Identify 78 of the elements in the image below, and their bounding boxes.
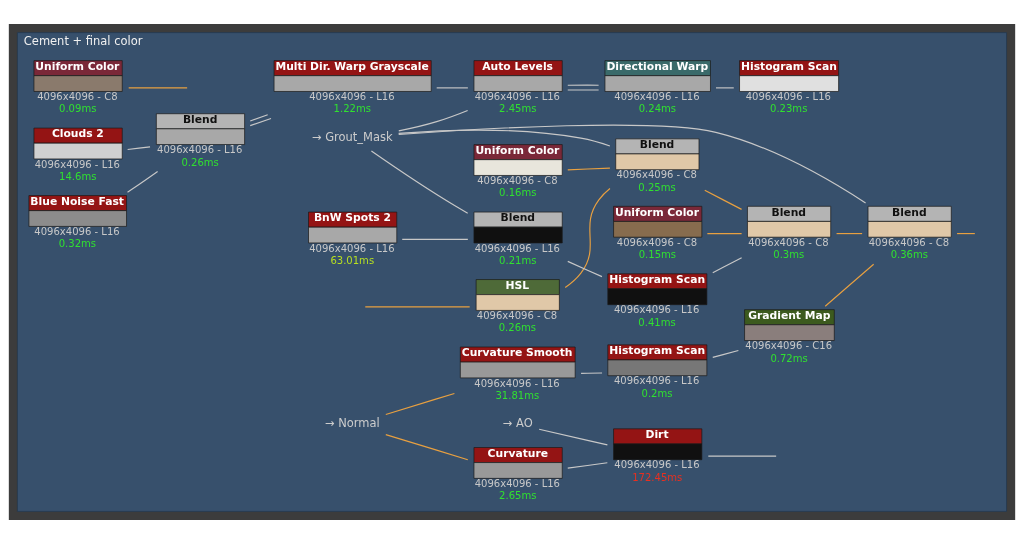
connector (398, 129, 611, 146)
connector (249, 117, 272, 126)
connector (715, 86, 735, 88)
connector (126, 170, 159, 193)
node-label: 0.15ms (638, 248, 677, 260)
node-label: 4096x4096 - L16 (745, 90, 831, 102)
node-label: 0.72ms (770, 352, 808, 364)
node-label: 0.16ms (499, 186, 537, 198)
connector (401, 238, 469, 240)
node-label: 172.45ms (632, 471, 683, 483)
node-label: 4096x4096 - L16 (613, 374, 700, 386)
node-label: 4096x4096 - L16 (474, 90, 561, 102)
connector (707, 455, 777, 457)
node-label: 4096x4096 - L16 (34, 158, 121, 170)
node-label: 1.22ms (333, 102, 371, 114)
connector (712, 256, 743, 273)
connector (567, 84, 600, 86)
node-label: 4096x4096 - C8 (616, 236, 698, 248)
node-label: 4096x4096 - L16 (474, 242, 561, 254)
node-label: 2.45ms (499, 102, 537, 114)
node-label: 4096x4096 - L16 (34, 225, 120, 237)
connector (704, 189, 743, 210)
node-label: 2.65ms (499, 489, 537, 501)
node-label: 4096x4096 - L16 (613, 303, 700, 315)
connector (712, 349, 739, 358)
node-label: 4096x4096 - C8 (37, 90, 118, 102)
connector (567, 461, 608, 469)
connector (538, 428, 608, 445)
connector (567, 88, 600, 91)
node-label: 0.26ms (181, 156, 219, 168)
node-label: 0.36ms (890, 248, 928, 260)
node-label: 0.24ms (638, 102, 677, 114)
node-label: 4096x4096 - L16 (157, 143, 243, 155)
node-label: 4096x4096 - L16 (474, 377, 560, 389)
connector (398, 124, 867, 204)
node-label: 0.26ms (498, 321, 537, 333)
node-label: 4096x4096 - L16 (474, 477, 561, 489)
node-text: → Normal (324, 415, 380, 430)
node-label: 4096x4096 - L16 (309, 242, 395, 254)
node-label: 0.41ms (638, 316, 676, 328)
node-label: 4096x4096 - C8 (476, 309, 558, 321)
connector (706, 232, 743, 234)
connector (436, 86, 469, 88)
node-label: 4096x4096 - L16 (614, 90, 700, 102)
node-label: 4096x4096 - C8 (868, 236, 950, 248)
connector (364, 305, 471, 307)
node-label: 63.01ms (330, 254, 375, 266)
connector (824, 263, 875, 307)
connector (580, 371, 603, 374)
connector (564, 187, 611, 288)
connector (249, 113, 269, 122)
connector (128, 86, 188, 88)
node-label: 14.6ms (59, 170, 97, 182)
connector (385, 392, 455, 415)
node-label: 4096x4096 - C8 (477, 174, 558, 186)
node-label: 0.09ms (59, 102, 97, 114)
connector (956, 232, 976, 234)
node-label: 0.25ms (638, 181, 676, 193)
connector (567, 167, 611, 170)
node-label: 31.81ms (495, 389, 540, 401)
connector (398, 109, 469, 131)
connector (835, 232, 863, 234)
node-label: 4096x4096 - L16 (614, 458, 700, 470)
node-label: 4096x4096 - L16 (309, 90, 395, 102)
connector (127, 145, 151, 150)
node-text: → Grout_Mask (311, 129, 393, 144)
node-text: → AO (502, 415, 533, 430)
node-label: 0.23ms (770, 102, 808, 114)
node-label: 0.3ms (773, 248, 805, 260)
node-label: 4096x4096 - C8 (748, 236, 829, 248)
node-label: 4096x4096 - C8 (616, 168, 697, 180)
node-label: 0.32ms (58, 237, 97, 249)
node-label: 0.21ms (499, 254, 537, 266)
node-label: 4096x4096 - C16 (745, 339, 833, 351)
connector (385, 433, 469, 460)
node-label: 0.2ms (641, 387, 673, 399)
connector (567, 260, 603, 277)
connector (370, 150, 469, 214)
